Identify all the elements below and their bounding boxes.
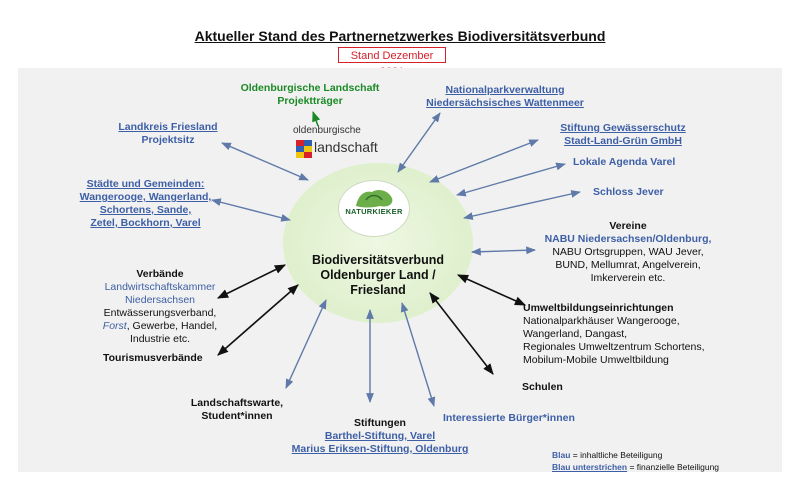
arrow-buerger	[400, 302, 436, 407]
partner-schulen: Schulen	[522, 381, 563, 393]
umweltbildung-head: Umweltbildungseinrichtungen	[523, 302, 674, 314]
arrow-vereine	[471, 246, 536, 256]
center-line-1: Biodiversitätsverbund	[312, 253, 444, 267]
naturkieker-logo	[338, 180, 410, 237]
arrow-nationalpark	[397, 112, 441, 173]
vereine-line1: NABU Ortsgruppen, WAU Jever,	[552, 246, 704, 258]
diagram-title: Aktueller Stand des Partnernetzwerkes Bi…	[194, 28, 606, 44]
partner-stiftungen: Stiftungen Barthel-Stiftung, Varel Mariu…	[275, 417, 485, 456]
nationalpark-line1: Nationalparkverwaltung	[445, 84, 565, 96]
landschaftswarte-line2: Student*innen	[201, 410, 273, 422]
center-line-2: Oldenburger Land /	[320, 268, 436, 282]
vereine-nabu: NABU Niedersachsen/Oldenburg,	[544, 233, 712, 245]
partner-schloss: Schloss Jever	[593, 186, 664, 198]
arrow-stiftung-gewaesser	[429, 139, 539, 183]
stiftungen-line2: Marius Eriksen-Stiftung, Oldenburg	[291, 443, 469, 455]
stiftung-gewaesser-line2: Stadt-Land-Grün GmbH	[564, 135, 682, 147]
ol-landschaft-role: Projektträger	[277, 95, 343, 107]
verbaende-line3: Industrie etc.	[129, 333, 191, 345]
stiftungen-line1: Barthel-Stiftung, Varel	[324, 430, 436, 442]
landkreis-role: Projektsitz	[141, 134, 195, 146]
arrow-verbaende	[216, 264, 287, 299]
partner-landschaftswarte: Landschaftswarte, Student*innen	[172, 397, 302, 423]
map-icon	[356, 190, 393, 208]
legend-blau-unterstrichen: Blau unterstrichen = finanzielle Beteili…	[552, 461, 719, 473]
legend-blau-u-key: Blau unterstrichen	[552, 462, 628, 472]
umweltbildung-line1: Nationalparkhäuser Wangerooge,	[523, 315, 680, 327]
verbaende-forst: Forst	[102, 320, 127, 332]
ol-logo-line2: landschaft	[314, 139, 378, 155]
partner-agenda: Lokale Agenda Varel	[573, 156, 676, 168]
legend: Blau = inhaltliche Beteiligung Blau unte…	[552, 449, 719, 473]
legend-blau: Blau = inhaltliche Beteiligung	[552, 449, 719, 461]
arrow-ol-landschaft	[312, 111, 321, 127]
arrow-umweltbildung	[456, 274, 527, 306]
arrow-tourismus	[217, 284, 299, 356]
partner-nationalpark: Nationalparkverwaltung Niedersächsisches…	[410, 84, 600, 110]
legend-blau-text: = inhaltliche Beteiligung	[570, 450, 663, 460]
staedte-line1: Städte und Gemeinden:	[86, 178, 205, 190]
stiftung-gewaesser-line1: Stiftung Gewässerschutz	[560, 122, 686, 134]
center-line-3: Friesland	[350, 283, 406, 297]
verbaende-head: Verbände	[136, 268, 184, 280]
ol-landschaft-name: Oldenburgische Landschaft	[240, 82, 380, 94]
verbaende-line2-rest: , Gewerbe, Handel,	[126, 320, 218, 332]
staedte-line4: Zetel, Bockhorn, Varel	[90, 217, 201, 229]
umweltbildung-line4: Mobilum-Mobile Umweltbildung	[523, 354, 669, 366]
partner-landkreis: Landkreis Friesland Projektsitz	[108, 121, 228, 147]
verbaende-line2: Forst, Gewerbe, Handel,	[95, 320, 225, 333]
arrow-staedte	[211, 198, 291, 222]
verbaende-lwk-2: Niedersachsen	[124, 294, 196, 306]
staedte-line3: Schortens, Sande,	[99, 204, 192, 216]
arrow-landkreis	[221, 142, 309, 181]
center-title: Biodiversitätsverbund Oldenburger Land /…	[283, 253, 473, 298]
verbaende-lwk-1: Landwirtschaftskammer	[104, 281, 216, 293]
nationalpark-line2: Niedersächsisches Wattenmeer	[426, 97, 584, 109]
legend-blau-u-text: = finanzielle Beteiligung	[627, 462, 720, 472]
vereine-head: Vereine	[609, 220, 647, 232]
stiftungen-head: Stiftungen	[354, 417, 406, 429]
partner-umweltbildung: Umweltbildungseinrichtungen Nationalpark…	[523, 302, 705, 367]
arrow-landschaftswarte	[285, 299, 327, 389]
partner-vereine: Vereine NABU Niedersachsen/Oldenburg, NA…	[528, 220, 728, 285]
partner-buerger: Interessierte Bürger*innen	[443, 412, 575, 424]
partner-oldenburgische-landschaft: Oldenburgische Landschaft Projektträger	[225, 82, 395, 108]
partner-staedte: Städte und Gemeinden: Wangerooge, Wanger…	[78, 178, 213, 230]
vereine-line3: Imkerverein etc.	[590, 272, 666, 284]
arrow-agenda	[456, 162, 566, 197]
coat-of-arms-icon	[296, 140, 312, 158]
arrow-schulen	[429, 292, 494, 375]
verbaende-line1: Entwässerungsverband,	[103, 307, 217, 319]
naturkieker-word: NATURKIEKER	[345, 207, 403, 216]
ol-logo-line1: oldenburgische	[293, 125, 361, 136]
legend-blau-key: Blau	[552, 450, 571, 460]
landkreis-name: Landkreis Friesland	[118, 121, 218, 133]
umweltbildung-line3: Regionales Umweltzentrum Schortens,	[523, 341, 705, 353]
landschaftswarte-line1: Landschaftswarte,	[190, 397, 284, 409]
partner-verbaende: Verbände Landwirtschaftskammer Niedersac…	[95, 268, 225, 346]
partner-tourismus: Tourismusverbände	[103, 352, 203, 364]
arrow-schloss	[463, 190, 581, 220]
partner-stiftung-gewaesser: Stiftung Gewässerschutz Stadt-Land-Grün …	[538, 122, 708, 148]
stand-badge: Stand Dezember 2021	[338, 47, 446, 78]
umweltbildung-line2: Wangerland, Dangast,	[523, 328, 628, 340]
staedte-line2: Wangerooge, Wangerland,	[79, 191, 212, 203]
vereine-line2: BUND, Mellumrat, Angelverein,	[555, 259, 701, 271]
